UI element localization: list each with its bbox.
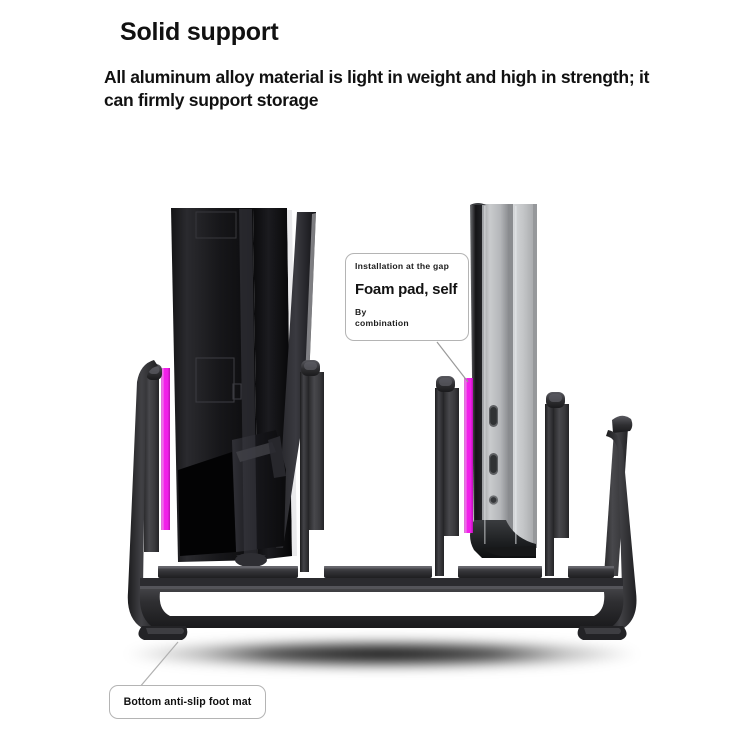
stand-fin-3: [435, 376, 459, 576]
stand-fin-4: [545, 392, 569, 576]
page-title: Solid support: [120, 18, 279, 46]
laptop-icon: [470, 203, 537, 558]
anti-slip-foot-mat-right: [577, 626, 627, 640]
stand-fin-2: [300, 360, 324, 572]
callout-foam-line-2: Foam pad, self: [355, 280, 458, 298]
callout-foam-line-3: By: [355, 306, 367, 317]
foam-pad-right: [464, 378, 473, 533]
callout-foot-mat-label: Bottom anti-slip foot mat: [123, 696, 252, 708]
ground-shadow: [124, 638, 640, 670]
foam-pad-left: [161, 368, 170, 530]
callout-foot-mat: Bottom anti-slip foot mat: [109, 685, 266, 719]
callout-foam-pad: Installation at the gap Foam pad, self B…: [345, 253, 469, 341]
page-subtitle: All aluminum alloy material is light in …: [104, 67, 650, 111]
anti-slip-foot-mat-left: [138, 626, 188, 640]
callout-foam-line-4: combination: [355, 317, 409, 328]
leader-line-foam-pad: [436, 341, 469, 383]
callout-foam-line-3-4: By combination: [355, 307, 468, 329]
stand-base-frame: [127, 360, 637, 636]
leader-line-foot-mat: [138, 641, 179, 689]
game-console-icon: [171, 208, 316, 567]
stand-fin-1: [144, 364, 162, 552]
callout-foam-line-1: Installation at the gap: [355, 261, 450, 271]
